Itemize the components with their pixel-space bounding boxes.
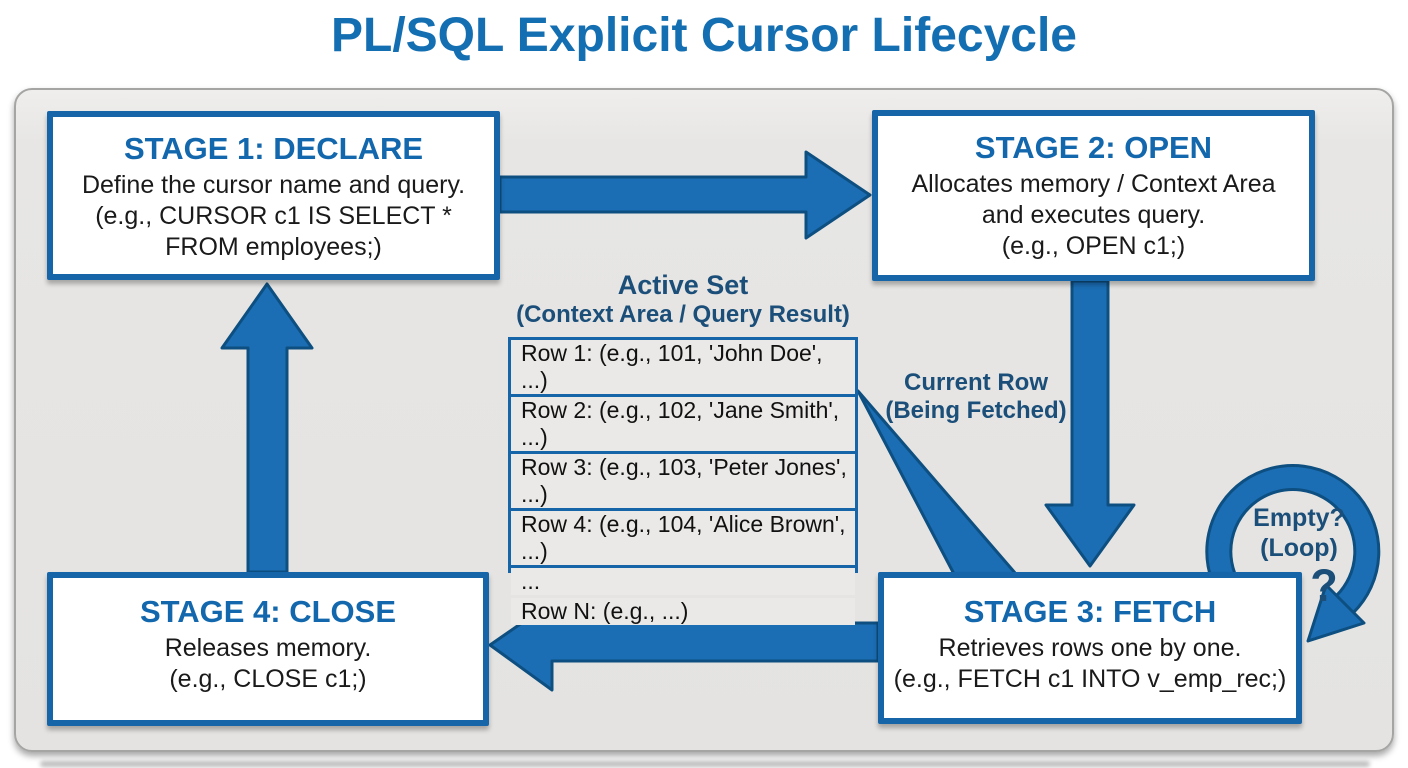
active-set-header: Active Set (Context Area / Query Result) bbox=[478, 270, 888, 329]
question-mark-label: ? bbox=[1310, 560, 1338, 611]
table-row: Row 2: (e.g., 102, 'Jane Smith', ...) bbox=[511, 397, 855, 451]
active-set-title: Active Set bbox=[617, 270, 749, 300]
empty-loop-label: Empty? (Loop) bbox=[1233, 503, 1365, 563]
current-row-label-line: (Being Fetched) bbox=[885, 397, 1067, 424]
stage-4-close-box: STAGE 4: CLOSE Releases memory. (e.g., C… bbox=[47, 572, 489, 726]
page-title: PL/SQL Explicit Cursor Lifecycle bbox=[330, 9, 1077, 62]
stage-4-heading: STAGE 4: CLOSE bbox=[139, 594, 397, 629]
table-row: ... bbox=[511, 568, 855, 595]
table-row: Row 1: (e.g., 101, 'John Doe', ...) bbox=[511, 340, 855, 394]
empty-loop-label-line: Empty? bbox=[1253, 504, 1345, 532]
stage-3-line: (e.g., FETCH c1 INTO v_emp_rec;) bbox=[893, 665, 1287, 693]
stage-4-line: (e.g., CLOSE c1;) bbox=[169, 665, 367, 693]
table-row: Row N: (e.g., ...) bbox=[511, 598, 855, 625]
stage-2-line: (e.g., OPEN c1;) bbox=[1001, 232, 1186, 260]
stage-4-line: Releases memory. bbox=[164, 634, 372, 662]
table-row: Row 4: (e.g., 104, 'Alice Brown', ...) bbox=[511, 511, 855, 565]
stage-1-line: (e.g., CURSOR c1 IS SELECT * bbox=[95, 202, 452, 230]
active-set-subtitle: (Context Area / Query Result) bbox=[516, 301, 850, 328]
current-row-label: Current Row (Being Fetched) bbox=[876, 369, 1076, 425]
stage-3-heading: STAGE 3: FETCH bbox=[963, 594, 1217, 629]
stage-2-heading: STAGE 2: OPEN bbox=[974, 130, 1213, 165]
empty-loop-label-line: (Loop) bbox=[1260, 534, 1338, 562]
table-row: Row 3: (e.g., 103, 'Peter Jones', ...) bbox=[511, 454, 855, 508]
stage-1-line: FROM employees;) bbox=[165, 233, 382, 261]
stage-1-heading: STAGE 1: DECLARE bbox=[123, 131, 424, 166]
stage-3-fetch-box: STAGE 3: FETCH Retrieves rows one by one… bbox=[878, 572, 1302, 724]
stage-2-line: and executes query. bbox=[981, 201, 1206, 229]
current-row-label-line: Current Row bbox=[904, 369, 1048, 396]
stage-2-line: Allocates memory / Context Area bbox=[911, 170, 1276, 198]
bottom-edge-artifact bbox=[40, 761, 1370, 767]
active-set-table: Row 1: (e.g., 101, 'John Doe', ...) Row … bbox=[508, 337, 858, 625]
stage-2-open-box: STAGE 2: OPEN Allocates memory / Context… bbox=[872, 110, 1315, 281]
stage-1-declare-box: STAGE 1: DECLARE Define the cursor name … bbox=[47, 111, 500, 280]
stage-3-line: Retrieves rows one by one. bbox=[938, 634, 1242, 662]
stage-1-line: Define the cursor name and query. bbox=[81, 171, 466, 199]
